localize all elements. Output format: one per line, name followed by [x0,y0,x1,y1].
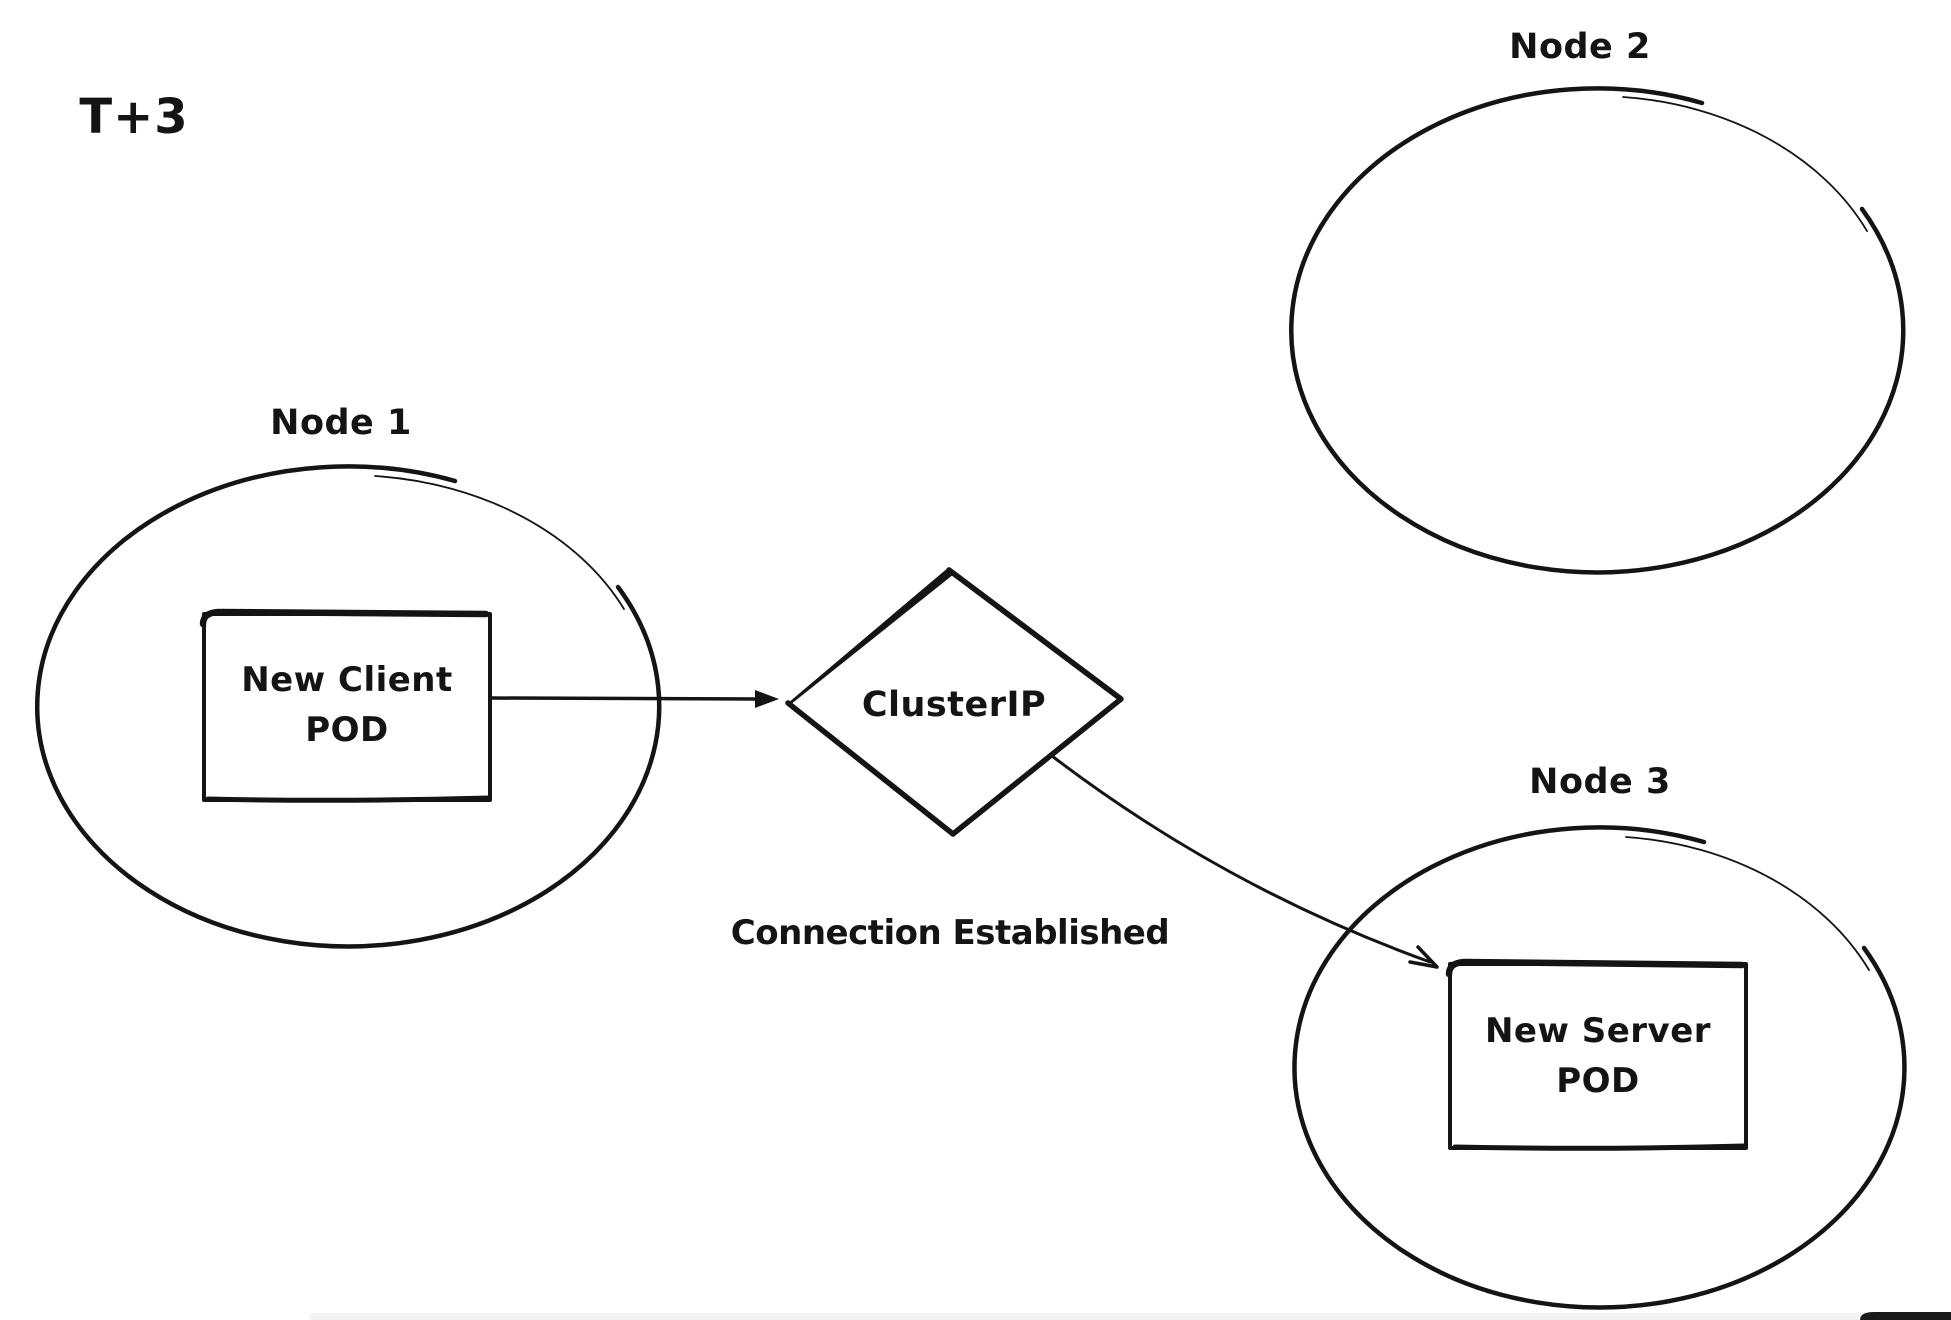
node-1-ellipse [34,464,662,949]
server-pod-box-top-stroke [1445,958,1746,978]
client-pod-box-top-stroke [199,608,490,628]
server-pod-label: New Server POD [1485,1006,1711,1106]
client-pod-label-line1: New Client [241,660,453,700]
node-2-ellipse-sketch-tail [1622,96,1868,232]
client-pod-label-line2: POD [305,710,389,750]
node-3-ellipse [1292,825,1907,1310]
server-pod-label-line2: POD [1556,1061,1640,1101]
server-pod-box-bottom-stroke [1452,1143,1747,1151]
arrowhead-clusterip-to-server [1408,945,1439,969]
arrowhead-client-to-clusterip [755,690,779,708]
node-2-label: Node 2 [1509,27,1651,67]
arrow-clusterip-to-server [1050,754,1432,964]
client-pod-box-bottom-stroke [205,795,492,803]
server-pod-label-line1: New Server [1484,1011,1712,1051]
connection-status-label: Connection Established [730,913,1170,953]
clusterip-diamond-tapered-edge [788,567,954,705]
clusterip-service-label: ClusterIP [861,685,1047,725]
window-edge-light-bar [310,1313,1951,1320]
node-3-label: Node 3 [1529,762,1671,802]
arrow-client-to-clusterip [490,696,759,701]
node-2-ellipse [1289,86,1906,575]
time-step-label: T+3 [79,89,189,145]
client-pod-label: New Client POD [241,655,453,755]
window-corner-dark-shape [1860,1312,1951,1320]
node-3-ellipse-sketch-tail [1625,836,1870,971]
node-1-label: Node 1 [270,403,412,443]
node-1-ellipse-sketch-tail [374,475,625,610]
